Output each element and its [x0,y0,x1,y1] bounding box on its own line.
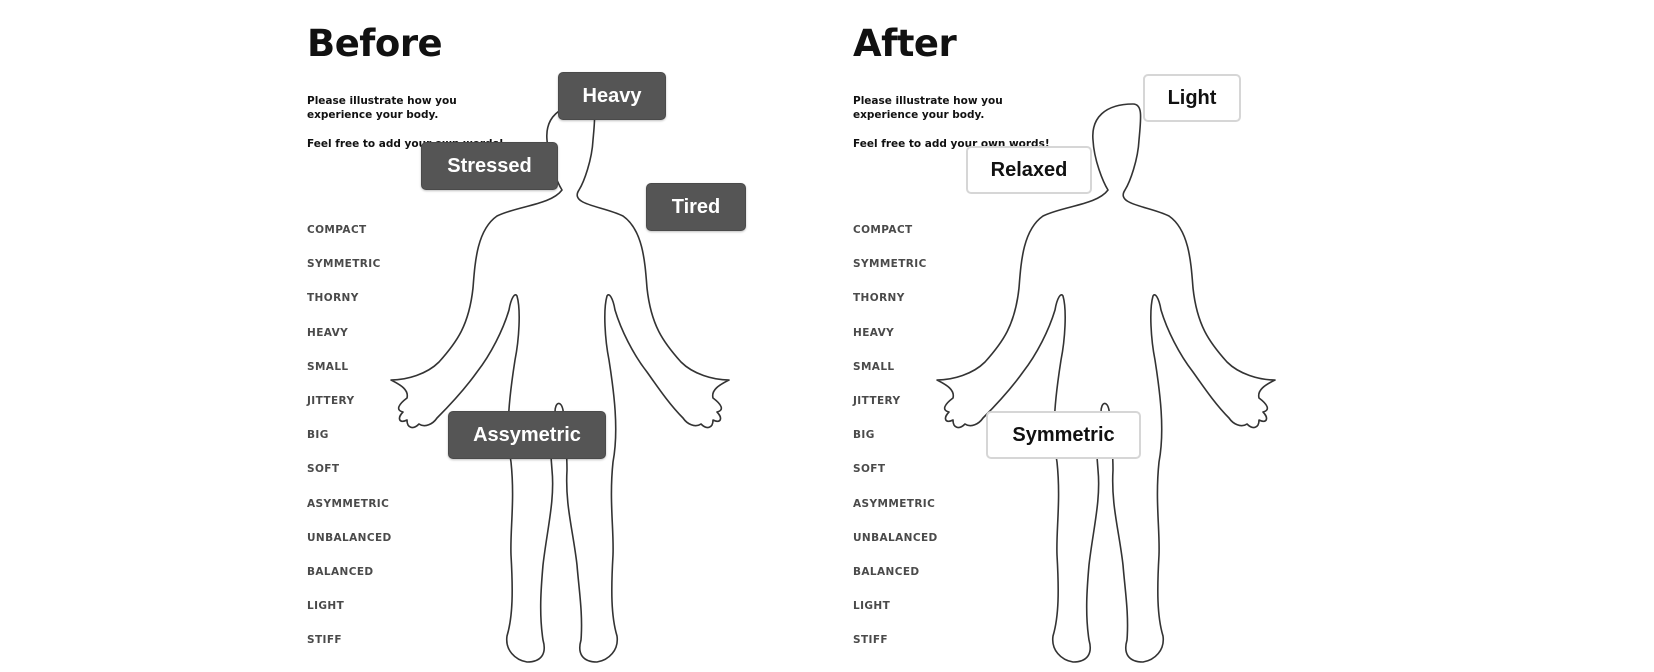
word-item[interactable]: HEAVY [853,326,895,339]
word-item[interactable]: THORNY [853,292,905,305]
tag-head[interactable]: Heavy [558,72,666,120]
body-outline [936,103,1276,663]
instruction-line: Please illustrate how you experience you… [307,95,457,121]
tag-arm[interactable]: Tired [646,183,746,231]
word-item[interactable]: COMPACT [853,224,913,236]
panel-title: After [853,22,957,65]
word-item[interactable]: SMALL [853,360,895,373]
word-item[interactable]: SOFT [853,463,886,476]
word-item[interactable]: BALANCED [853,565,920,578]
tag-hips[interactable]: Symmetric [986,411,1141,459]
word-item[interactable]: BALANCED [307,565,374,578]
tag-shoulder[interactable]: Relaxed [966,146,1092,194]
word-item[interactable]: LIGHT [307,600,345,613]
word-list: COMPACT SYMMETRIC THORNY HEAVY SMALL JIT… [307,224,392,668]
word-item[interactable]: JITTERY [307,394,355,407]
word-item[interactable]: COMPACT [307,224,367,236]
word-item[interactable]: UNBALANCED [307,531,392,544]
word-item[interactable]: HEAVY [307,326,349,339]
word-list: COMPACT SYMMETRIC THORNY HEAVY SMALL JIT… [853,224,938,668]
after-panel: After Please illustrate how you experien… [853,0,1323,672]
panel-title: Before [307,22,443,65]
word-item[interactable]: ASYMMETRIC [853,497,936,510]
word-item[interactable]: THORNY [307,292,359,305]
body-outline-icon[interactable] [307,0,777,672]
tag-head[interactable]: Light [1143,74,1241,122]
word-item[interactable]: UNBALANCED [853,531,938,544]
word-item[interactable]: JITTERY [853,394,901,407]
word-item[interactable]: SYMMETRIC [853,258,927,271]
tag-shoulder[interactable]: Stressed [421,142,558,190]
word-item[interactable]: BIG [853,429,875,442]
word-item[interactable]: STIFF [853,634,888,647]
before-panel: Before Please illustrate how you experie… [307,0,777,672]
instruction-line: Please illustrate how you experience you… [853,95,1003,121]
word-item[interactable]: SMALL [307,360,349,373]
word-item[interactable]: SOFT [307,463,340,476]
body-outline [390,103,730,663]
word-item[interactable]: ASYMMETRIC [307,497,390,510]
tag-hips[interactable]: Assymetric [448,411,606,459]
word-item[interactable]: STIFF [307,634,342,647]
body-outline-icon[interactable] [853,0,1323,672]
word-item[interactable]: LIGHT [853,600,891,613]
word-item[interactable]: BIG [307,429,329,442]
word-item[interactable]: SYMMETRIC [307,258,381,271]
